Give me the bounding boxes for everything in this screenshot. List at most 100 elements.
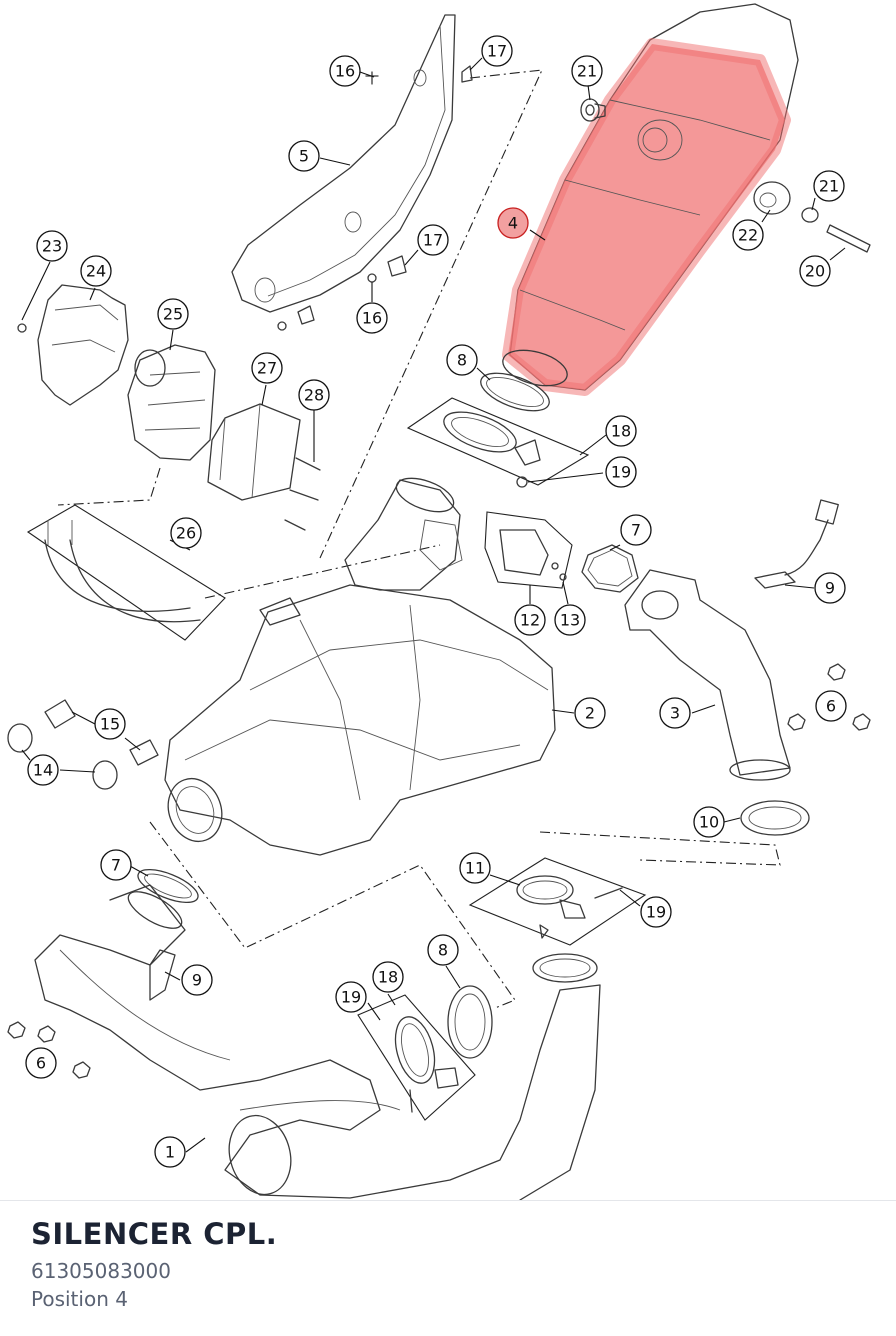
svg-text:15: 15 xyxy=(100,715,120,734)
callout-8-top[interactable]: 8 xyxy=(446,344,478,376)
callout-9-top[interactable]: 9 xyxy=(814,572,846,604)
part-cables-kit xyxy=(26,504,226,641)
part-rubber-mounts xyxy=(7,699,159,790)
callout-bubbles: 16 17 21 5 4 21 22 20 23 24 17 16 25 8 2… xyxy=(25,35,847,1168)
callout-12[interactable]: 12 xyxy=(514,604,546,636)
callout-24[interactable]: 24 xyxy=(80,255,112,287)
svg-text:19: 19 xyxy=(341,988,361,1007)
callout-27[interactable]: 27 xyxy=(251,352,283,384)
svg-text:9: 9 xyxy=(825,579,835,598)
part-number: 61305083000 xyxy=(31,1259,171,1283)
part-gasket-8-bottom xyxy=(447,985,493,1059)
svg-text:21: 21 xyxy=(577,62,597,81)
svg-text:4: 4 xyxy=(508,214,518,233)
part-gasket-10 xyxy=(740,800,810,836)
callout-14[interactable]: 14 xyxy=(27,754,59,786)
svg-text:7: 7 xyxy=(111,856,121,875)
callout-28[interactable]: 28 xyxy=(298,379,330,411)
svg-text:7: 7 xyxy=(631,521,641,540)
part-lambda-sensor-bottom xyxy=(149,949,176,1001)
callout-1[interactable]: 1 xyxy=(154,1136,186,1168)
svg-text:22: 22 xyxy=(738,226,758,245)
part-position: Position 4 xyxy=(31,1287,128,1311)
callout-4-highlighted[interactable]: 4 xyxy=(497,207,529,239)
part-heat-shield xyxy=(231,14,456,313)
callout-8-bottom[interactable]: 8 xyxy=(427,934,459,966)
svg-text:8: 8 xyxy=(457,351,467,370)
svg-text:19: 19 xyxy=(611,463,631,482)
svg-text:17: 17 xyxy=(423,231,443,250)
part-clips-screws xyxy=(277,65,473,331)
callout-2[interactable]: 2 xyxy=(574,697,606,729)
part-silencer-highlighted xyxy=(502,3,799,396)
callout-19-top[interactable]: 19 xyxy=(605,456,637,488)
part-exhaust-actuator xyxy=(127,344,216,461)
svg-text:16: 16 xyxy=(362,309,382,328)
callout-7-top[interactable]: 7 xyxy=(620,514,652,546)
part-front-silencer xyxy=(164,584,556,856)
callout-17-top[interactable]: 17 xyxy=(481,35,513,67)
svg-text:5: 5 xyxy=(299,147,309,166)
svg-text:3: 3 xyxy=(670,704,680,723)
part-actuator-cover xyxy=(17,284,129,406)
svg-text:18: 18 xyxy=(611,422,631,441)
part-gasket-8-top xyxy=(480,372,550,412)
callout-20[interactable]: 20 xyxy=(799,255,831,287)
callout-18-top[interactable]: 18 xyxy=(605,415,637,447)
svg-text:18: 18 xyxy=(378,968,398,987)
callout-25[interactable]: 25 xyxy=(157,298,189,330)
svg-text:10: 10 xyxy=(699,813,719,832)
svg-text:23: 23 xyxy=(42,237,62,256)
part-header-pipes xyxy=(34,884,601,1200)
callout-23[interactable]: 23 xyxy=(36,230,68,262)
svg-text:14: 14 xyxy=(33,761,53,780)
part-clamp-bottom xyxy=(357,994,476,1121)
svg-text:6: 6 xyxy=(826,697,836,716)
callout-5[interactable]: 5 xyxy=(288,140,320,172)
callout-10[interactable]: 10 xyxy=(693,806,725,838)
callout-21-right[interactable]: 21 xyxy=(813,170,845,202)
exploded-parts-diagram: 16 17 21 5 4 21 22 20 23 24 17 16 25 8 2… xyxy=(7,3,871,1200)
callout-3[interactable]: 3 xyxy=(659,697,691,729)
callout-6-top[interactable]: 6 xyxy=(815,690,847,722)
svg-text:9: 9 xyxy=(192,971,202,990)
assembly-lines xyxy=(57,69,781,1009)
callout-17-mid[interactable]: 17 xyxy=(417,224,449,256)
svg-text:11: 11 xyxy=(465,859,485,878)
svg-text:1: 1 xyxy=(165,1143,175,1162)
svg-text:16: 16 xyxy=(335,62,355,81)
svg-text:24: 24 xyxy=(86,262,106,281)
part-mount-hardware xyxy=(580,98,871,253)
svg-text:2: 2 xyxy=(585,704,595,723)
callout-11[interactable]: 11 xyxy=(459,852,491,884)
callout-16-top[interactable]: 16 xyxy=(329,55,361,87)
callout-21-top[interactable]: 21 xyxy=(571,55,603,87)
svg-text:12: 12 xyxy=(520,611,540,630)
callout-9-bottom[interactable]: 9 xyxy=(181,964,213,996)
callout-6-bottom[interactable]: 6 xyxy=(25,1047,57,1079)
svg-text:20: 20 xyxy=(805,262,825,281)
callout-15[interactable]: 15 xyxy=(94,708,126,740)
callout-22[interactable]: 22 xyxy=(732,219,764,251)
part-gasket-7-top xyxy=(581,544,639,593)
svg-text:26: 26 xyxy=(176,524,196,543)
callout-19-mid[interactable]: 19 xyxy=(640,896,672,928)
callout-18-bottom[interactable]: 18 xyxy=(372,961,404,993)
part-nuts-bottom xyxy=(7,1021,91,1079)
part-actuator-bracket xyxy=(207,403,301,501)
svg-text:25: 25 xyxy=(163,305,183,324)
part-lambda-sensor-top xyxy=(754,499,839,589)
part-clamp-top xyxy=(406,397,590,488)
svg-text:27: 27 xyxy=(257,359,277,378)
callout-13[interactable]: 13 xyxy=(554,604,586,636)
callout-16-mid[interactable]: 16 xyxy=(356,302,388,334)
svg-text:28: 28 xyxy=(304,386,324,405)
svg-text:21: 21 xyxy=(819,177,839,196)
part-bracket-12 xyxy=(484,511,573,589)
part-info-footer: SILENCER CPL. 61305083000 Position 4 xyxy=(0,1200,896,1336)
svg-text:19: 19 xyxy=(646,903,666,922)
callout-7-bottom[interactable]: 7 xyxy=(100,849,132,881)
callout-19-bottom[interactable]: 19 xyxy=(335,981,367,1013)
callout-26[interactable]: 26 xyxy=(170,517,202,549)
part-clamp-11 xyxy=(468,857,647,946)
